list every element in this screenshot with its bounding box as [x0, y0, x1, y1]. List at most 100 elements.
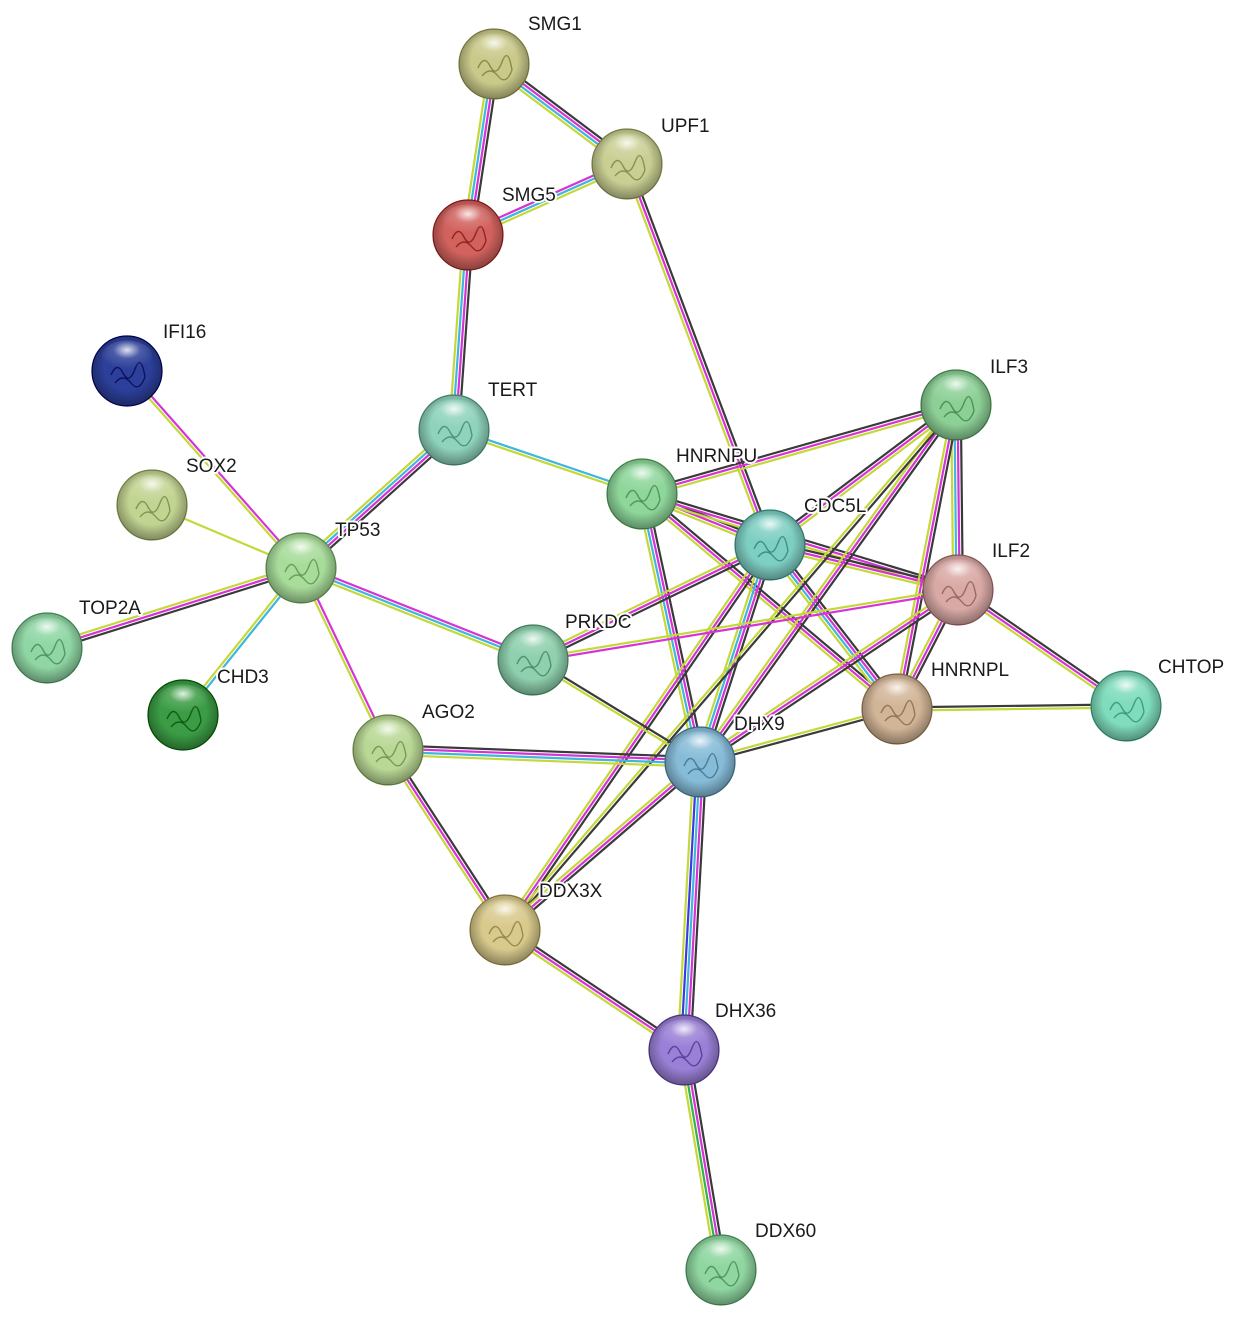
node-smg5[interactable]: SMG5 [432, 183, 558, 271]
node-ago2[interactable]: AGO2 [352, 700, 477, 786]
node-label: SOX2 [186, 456, 237, 477]
node-chd3[interactable]: CHD3 [147, 665, 271, 751]
edge-line-yellow [502, 758, 699, 929]
edge-ilf3-hnrnpl[interactable] [892, 404, 961, 710]
node-ifi16[interactable]: IFI16 [91, 320, 208, 407]
edge-ilf2-dhx9[interactable] [697, 586, 961, 766]
edge-line-black [896, 703, 1126, 709]
edge-line-yellow [696, 402, 955, 761]
edge-line-magenta [504, 929, 685, 1051]
node-ddx3x[interactable]: DDX3X [469, 879, 605, 966]
edge-line-green [681, 1050, 721, 1271]
node-gloss [468, 33, 520, 66]
edge-line-black [389, 747, 509, 929]
node-hnrnpl[interactable]: HNRNPL [861, 658, 1011, 745]
edge-ddx3x-dhx36[interactable] [502, 926, 687, 1054]
node-dhx36[interactable]: DHX36 [648, 999, 778, 1086]
edge-cdc5l-ilf3[interactable] [767, 401, 959, 549]
node-tert[interactable]: TERT [418, 378, 540, 466]
edge-line-black [388, 744, 701, 759]
edge-line-yellow [697, 586, 957, 761]
node-gloss [616, 463, 668, 496]
edge-line-black [506, 546, 774, 933]
node-gloss [507, 629, 559, 662]
edge-line-magenta [641, 403, 957, 496]
edge-ilf2-prkdc[interactable] [532, 587, 959, 663]
node-top2a[interactable]: TOP2A [11, 596, 143, 684]
node-tp53[interactable]: TP53 [265, 518, 382, 604]
node-upf1[interactable]: UPF1 [591, 114, 712, 200]
edge-line-magenta [532, 544, 771, 661]
node-gloss [601, 133, 653, 166]
node-ilf3[interactable]: ILF3 [920, 355, 1030, 441]
node-label: ILF3 [990, 357, 1028, 378]
edge-cdc5l-ddx3x[interactable] [501, 542, 774, 933]
node-gloss [428, 399, 480, 432]
edge-line-magenta [641, 493, 898, 710]
node-gloss [275, 537, 327, 570]
node-dhx9[interactable]: DHX9 [664, 712, 787, 798]
node-ddx60[interactable]: DDX60 [685, 1219, 818, 1306]
node-gloss [442, 204, 494, 237]
node-hnrnpu[interactable]: HNRNPU [606, 444, 759, 530]
edge-line-yellow [502, 403, 956, 930]
edge-line-black [701, 591, 961, 766]
edge-hnrnpu-hnrnpl[interactable] [639, 490, 900, 713]
edge-hnrnpl-chtop[interactable] [896, 703, 1127, 712]
edge-line-magenta [504, 544, 771, 931]
edge-ifi16-tp53[interactable] [124, 369, 304, 570]
edge-line-black [701, 406, 960, 765]
edge-line-blue [682, 761, 702, 1051]
edge-dhx36-ddx60[interactable] [678, 1049, 727, 1271]
edge-line-magenta [127, 369, 304, 568]
edge-ago2-ddx3x[interactable] [384, 747, 509, 933]
edge-line-blue [697, 544, 770, 762]
edge-tp53-top2a[interactable] [45, 563, 303, 653]
node-prkdc[interactable]: PRKDC [497, 610, 634, 696]
edge-dhx9-ddx3x[interactable] [502, 758, 703, 934]
edge-line-black [645, 492, 706, 762]
node-gloss [674, 731, 726, 764]
node-gloss [101, 340, 153, 373]
node-gloss [126, 474, 178, 507]
node-gloss [695, 1239, 747, 1272]
node-ilf2[interactable]: ILF2 [922, 539, 1032, 626]
edge-line-blue [387, 750, 700, 765]
edge-line-yellow [387, 753, 700, 768]
node-cdc5l[interactable]: CDC5L [734, 494, 868, 581]
node-smg1[interactable]: SMG1 [458, 12, 584, 100]
edge-line-magenta [625, 163, 772, 546]
edge-cdc5l-dhx9[interactable] [694, 543, 776, 764]
edge-line-black [628, 162, 775, 545]
edge-ago2-dhx9[interactable] [387, 744, 701, 768]
node-label: CDC5L [804, 496, 866, 517]
node-label: PRKDC [565, 612, 632, 633]
edge-line-yellow [892, 404, 954, 709]
edge-line-black [643, 490, 900, 708]
node-label: DDX60 [755, 1221, 816, 1242]
edge-line-black [767, 401, 955, 544]
node-gloss [1100, 675, 1152, 708]
edge-ilf3-dhx9[interactable] [696, 402, 960, 765]
edge-line-black [506, 926, 687, 1049]
edge-line-black [689, 762, 708, 1051]
edge-hnrnpu-ilf3[interactable] [640, 400, 958, 499]
edge-ilf3-ddx3x[interactable] [502, 403, 959, 932]
node-label: UPF1 [661, 116, 710, 137]
edge-line-black [687, 1049, 727, 1270]
node-sox2[interactable]: SOX2 [116, 454, 239, 541]
edge-line-yellow [502, 931, 683, 1054]
node-chtop[interactable]: CHTOP [1090, 655, 1226, 742]
edge-line-yellow [45, 563, 301, 646]
edge-line-magenta [699, 589, 959, 763]
edge-upf1-cdc5l[interactable] [622, 162, 775, 547]
node-label: SMG1 [528, 14, 582, 35]
edge-line-yellow [639, 495, 896, 713]
edge-line-magenta [533, 590, 959, 663]
edge-cdc5l-prkdc[interactable] [531, 541, 772, 664]
edge-line-yellow [124, 371, 301, 570]
edge-dhx9-dhx36[interactable] [676, 761, 708, 1051]
edge-line-yellow [501, 542, 769, 929]
edge-tp53-prkdc[interactable] [299, 564, 535, 664]
